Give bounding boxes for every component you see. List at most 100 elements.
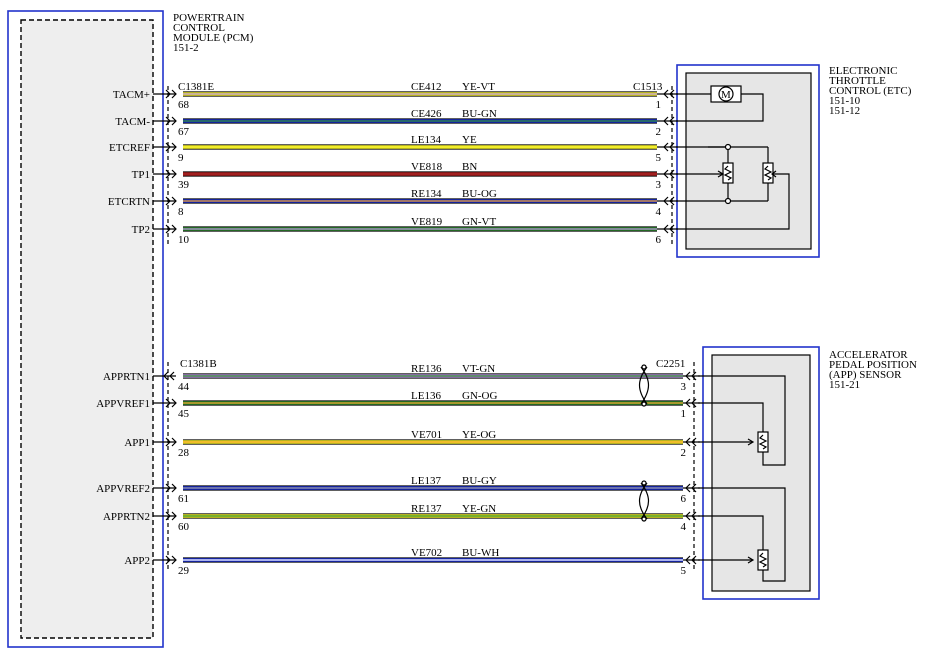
app-pin-arrow-icon [691, 483, 697, 493]
app-pin-arrow-icon [691, 398, 697, 408]
pcm-pin-arrow-icon [171, 224, 177, 234]
app-title-line: PEDAL POSITION [829, 359, 917, 371]
pcm-pin-arrow-icon [171, 116, 177, 126]
app-outer-box [702, 346, 820, 600]
pcm-pin-arrow-icon [171, 89, 177, 99]
pcm-pin-arrow-icon [163, 371, 169, 381]
pcm-pin-arrow-icon [165, 398, 171, 408]
circuit-id: RE136 [411, 363, 442, 375]
circuit-id: VE702 [411, 547, 442, 559]
pcm-pin-number: 28 [178, 447, 190, 459]
pcm-pin-arrow-icon [165, 142, 171, 152]
etc-title-line: 151-10 [829, 95, 861, 107]
pcm-pin-arrow-icon [171, 483, 177, 493]
signal-label: TP1 [132, 169, 150, 181]
circuit-id: LE134 [411, 134, 441, 146]
motor-label: M [721, 89, 731, 101]
pcm-pin-arrow-icon [171, 555, 177, 565]
motor-icon [718, 86, 734, 102]
etc-title-line: CONTROL (ETC) [829, 85, 912, 97]
pcm-pin-arrow-icon [171, 511, 177, 521]
wire-color-code: YE [462, 134, 477, 146]
circuit-id: RE137 [411, 503, 442, 515]
pcm-pin-number: 9 [178, 152, 184, 164]
app-pin-arrow-icon [691, 555, 697, 565]
pcm-title-line: CONTROL [173, 22, 225, 34]
pcm-pin-number: 45 [178, 408, 190, 420]
etc-title-line: THROTTLE [829, 75, 886, 87]
etc-pin-number: 2 [656, 126, 662, 138]
pcm-pin-arrow-icon [169, 371, 175, 381]
app-internal-circuit [698, 375, 786, 582]
etc-pin-arrow-icon [669, 89, 675, 99]
circuit-id: LE136 [411, 390, 441, 402]
circuit-id: CE426 [411, 108, 442, 120]
pcm-pin-number: 68 [178, 99, 190, 111]
pcm-pin-arrow-icon [165, 89, 171, 99]
app-pin-arrow-icon [691, 511, 697, 521]
app-pin-number: 4 [681, 521, 687, 533]
signal-label: TACM+ [113, 89, 150, 101]
pcm-pin-arrow-icon [165, 116, 171, 126]
wire-color-code: BU-OG [462, 188, 497, 200]
connector-c1381e-label: C1381E [178, 81, 214, 93]
wire-color-code: VT-GN [462, 363, 495, 375]
etc-pin-number: 5 [656, 152, 662, 164]
app-pin-number: 6 [681, 493, 687, 505]
app-title-line: 151-21 [829, 379, 860, 391]
etc-pin-arrow-icon [669, 196, 675, 206]
connector-c2251-label: C2251 [656, 358, 685, 370]
app-pin-number: 5 [681, 565, 687, 577]
app-pin-arrow-icon [691, 437, 697, 447]
etc-pin-arrow-icon [663, 196, 669, 206]
signal-label: APPRTN2 [103, 511, 150, 523]
circuit-id: CE412 [411, 81, 442, 93]
pcm-pin-number: 10 [178, 234, 190, 246]
app-pin-arrow-icon [685, 398, 691, 408]
etc-outer-box [676, 64, 820, 258]
signal-label: APP2 [124, 555, 150, 567]
wire-color-code: YE-OG [462, 429, 496, 441]
signal-label: APPRTN1 [103, 371, 150, 383]
etc-title-line: 151-12 [829, 105, 860, 117]
wire-color-code: BU-GY [462, 475, 497, 487]
etc-pin-number: 4 [656, 206, 662, 218]
circuit-id: RE134 [411, 188, 442, 200]
pcm-pin-arrow-icon [165, 483, 171, 493]
app-title-line: ACCELERATOR [829, 349, 908, 361]
signal-label: APP1 [124, 437, 150, 449]
wire-color-code: YE-GN [462, 503, 496, 515]
wire-color-code: GN-VT [462, 216, 496, 228]
app-pin-arrow-icon [685, 437, 691, 447]
pcm-pin-arrow-icon [171, 169, 177, 179]
app-pin-arrow-icon [685, 555, 691, 565]
pcm-title-line: POWERTRAIN [173, 12, 245, 24]
etc-pin-arrow-icon [669, 116, 675, 126]
etc-pin-arrow-icon [663, 89, 669, 99]
pcm-pin-arrow-icon [165, 224, 171, 234]
circuit-id: VE701 [411, 429, 442, 441]
app-pin-arrow-icon [691, 371, 697, 381]
connector-c1381b-label: C1381B [180, 358, 217, 370]
pcm-pin-arrow-icon [171, 196, 177, 206]
circuit-id: LE137 [411, 475, 441, 487]
app-pin-number: 3 [681, 381, 687, 393]
pcm-pin-arrow-icon [165, 437, 171, 447]
pcm-pin-arrow-icon [165, 511, 171, 521]
wire-color-code: BN [462, 161, 477, 173]
pcm-title-line: MODULE (PCM) [173, 32, 254, 44]
connector-c1513-label: C1513 [633, 81, 663, 93]
etc-inner-box [685, 72, 812, 250]
pcm-pin-arrow-icon [171, 142, 177, 152]
pcm-pin-number: 60 [178, 521, 190, 533]
pcm-pin-arrow-icon [165, 555, 171, 565]
circuit-id: VE818 [411, 161, 443, 173]
circuit-id: VE819 [411, 216, 443, 228]
etc-title-line: ELECTRONIC [829, 65, 897, 77]
etc-pin-arrow-icon [669, 169, 675, 179]
